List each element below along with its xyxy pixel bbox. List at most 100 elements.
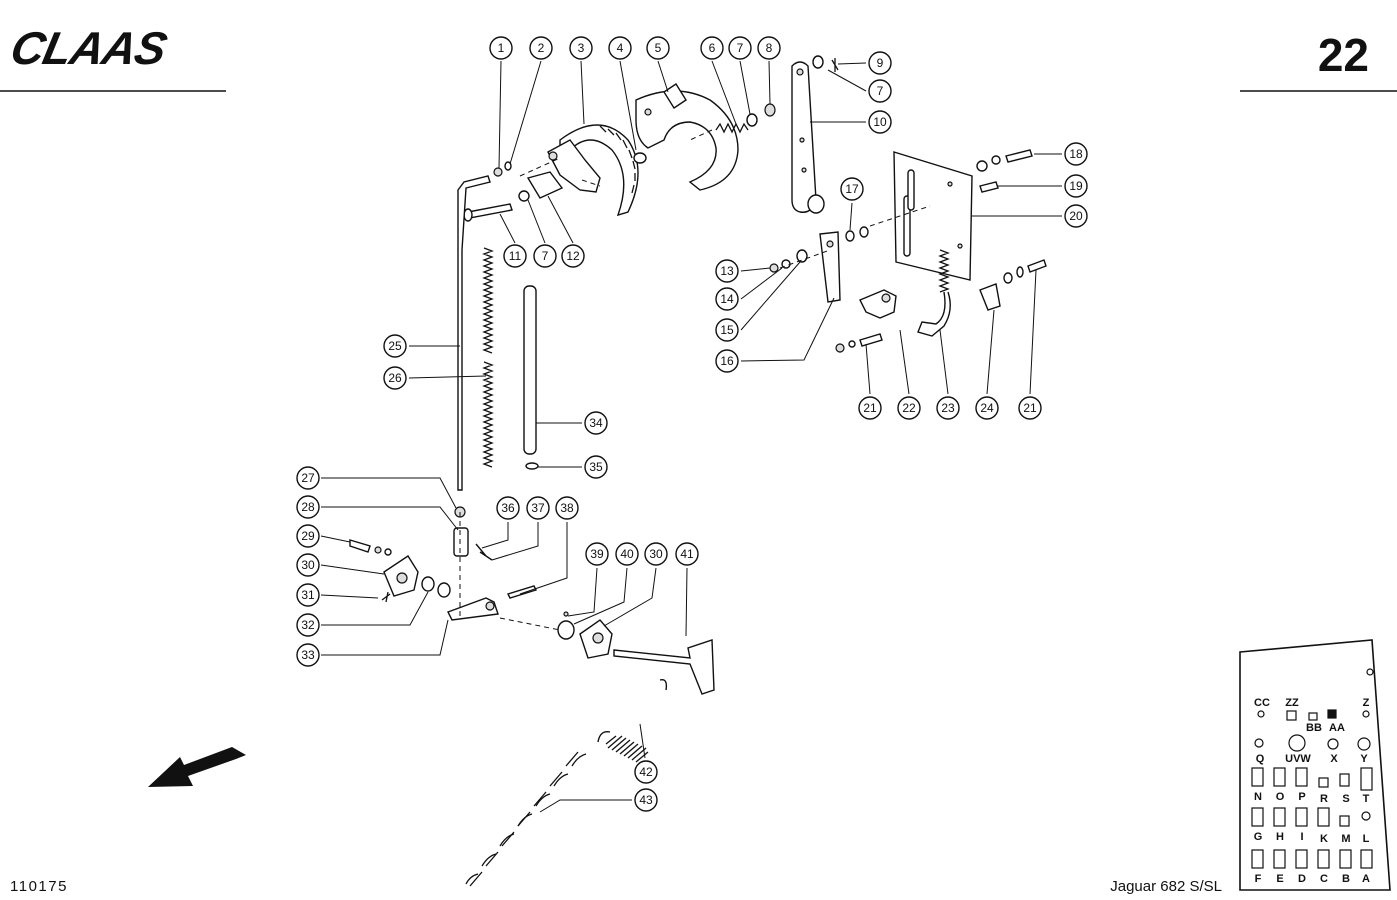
callout-circle	[1064, 142, 1088, 166]
callout-label: 42	[639, 765, 653, 779]
callout-circle	[715, 287, 739, 311]
callout-label: 7	[877, 84, 884, 98]
panel-outline	[1239, 639, 1391, 891]
callout-circle	[561, 244, 585, 268]
callout-label: 32	[301, 618, 315, 632]
callout-label: 43	[639, 793, 653, 807]
callout-33: 36	[496, 496, 520, 520]
callout-45: 42	[634, 760, 658, 784]
callout-circle	[715, 259, 739, 283]
logo-text: CLAAS	[6, 22, 171, 73]
panel-label: X	[1330, 753, 1338, 765]
callout-circle	[584, 455, 608, 479]
panel-label: ZZ	[1285, 697, 1299, 709]
callout-label: 14	[720, 292, 734, 306]
callout-circle	[529, 36, 553, 60]
parts-drawing	[349, 55, 1047, 887]
panel-label: T	[1363, 793, 1370, 805]
callout-34: 37	[526, 496, 550, 520]
callout-circle	[644, 542, 668, 566]
panel-label: UVW	[1285, 753, 1311, 765]
callout-circle	[634, 788, 658, 812]
callout-label: 28	[301, 500, 315, 514]
callout-3: 4	[608, 36, 632, 60]
panel-label: M	[1341, 833, 1350, 845]
callout-18: 17	[840, 177, 864, 201]
callout-label: 30	[649, 547, 663, 561]
callout-circle	[555, 496, 579, 520]
panel-label: Q	[1256, 753, 1265, 765]
page-number: 22	[1318, 29, 1369, 81]
callout-label: 25	[388, 339, 402, 353]
callout-label: 6	[709, 41, 716, 55]
panel-label: A	[1362, 873, 1370, 885]
panel-label: E	[1276, 873, 1283, 885]
panel-marker	[1360, 849, 1373, 869]
panel-marker	[1295, 767, 1308, 787]
callout-circle	[1018, 396, 1042, 420]
panel-marker	[1257, 710, 1265, 718]
direction-arrow-icon	[148, 747, 246, 787]
callout-label: 31	[301, 588, 315, 602]
callout-label: 21	[1023, 401, 1037, 415]
callout-2: 3	[569, 36, 593, 60]
panel-label: P	[1298, 791, 1305, 803]
callout-label: 29	[301, 529, 315, 543]
callout-29: 34	[584, 411, 608, 435]
callout-32: 28	[296, 495, 320, 519]
model-name: Jaguar 682 S/SL	[1110, 878, 1222, 895]
panel-marker	[1251, 807, 1264, 827]
callout-circle	[296, 643, 320, 667]
callout-21: 20	[1064, 204, 1088, 228]
panel-marker	[1361, 811, 1371, 821]
callout-label: 40	[620, 547, 634, 561]
panel-label: L	[1363, 833, 1370, 845]
callout-42: 40	[615, 542, 639, 566]
callout-circle	[936, 396, 960, 420]
panel-marker	[1339, 849, 1352, 869]
panel-label: I	[1300, 831, 1303, 843]
callout-label: 12	[566, 249, 580, 263]
callout-circle	[757, 36, 781, 60]
callout-label: 2	[538, 41, 545, 55]
callout-circle	[615, 542, 639, 566]
callout-label: 34	[589, 416, 603, 430]
panel-label: AA	[1329, 722, 1345, 734]
callout-circle	[526, 496, 550, 520]
panel-marker	[1318, 777, 1329, 788]
callout-1: 2	[529, 36, 553, 60]
callout-label: 37	[531, 501, 545, 515]
panel-label: F	[1255, 873, 1262, 885]
callout-label: 33	[301, 648, 315, 662]
callout-circle	[840, 177, 864, 201]
callout-24: 23	[936, 396, 960, 420]
callout-6: 7	[728, 36, 752, 60]
callout-label: 15	[720, 323, 734, 337]
callout-30: 35	[584, 455, 608, 479]
callout-label: 41	[680, 547, 694, 561]
callout-28: 26	[383, 366, 407, 390]
callout-label: 21	[863, 401, 877, 415]
callout-17: 16	[715, 349, 739, 373]
callout-circle	[868, 51, 892, 75]
callout-label: 7	[737, 41, 744, 55]
panel-marker	[1308, 712, 1318, 721]
panel-marker	[1327, 738, 1339, 750]
callout-circle	[868, 79, 892, 103]
callout-circle	[715, 349, 739, 373]
callout-label: 27	[301, 471, 315, 485]
panel-marker	[1327, 709, 1337, 719]
callout-circle	[868, 110, 892, 134]
callout-0: 1	[489, 36, 513, 60]
panel-marker	[1317, 807, 1330, 827]
panel-marker	[1286, 710, 1297, 721]
callout-label: 30	[301, 558, 315, 572]
callout-13: 12	[561, 244, 585, 268]
callout-12: 7	[533, 244, 557, 268]
callout-38: 31	[296, 583, 320, 607]
callout-label: 9	[877, 56, 884, 70]
panel-label: D	[1298, 873, 1306, 885]
callout-label: 11	[509, 249, 522, 263]
